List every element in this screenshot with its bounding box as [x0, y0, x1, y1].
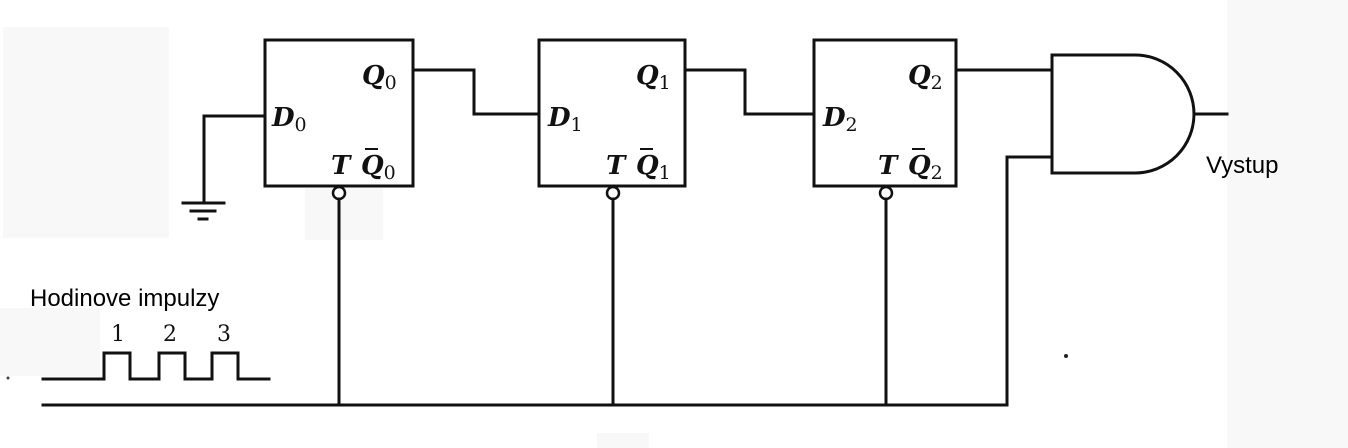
- background-patch-clock: [0, 308, 100, 376]
- ff1-t-label: T: [606, 151, 627, 181]
- ff0-d-label: D0: [271, 103, 307, 136]
- ff1-qbar-label: Q1: [636, 151, 671, 184]
- ff2-t-label: T: [878, 151, 899, 181]
- ff0-q-label: Q0: [362, 61, 397, 94]
- pulse-label-3: 3: [217, 322, 231, 347]
- ff2-q-label: Q2: [908, 61, 943, 94]
- clock-bubble-0: [331, 185, 347, 201]
- speck: [6, 376, 10, 380]
- clock-bus: [41, 155, 1054, 407]
- output-label: Vystup: [1206, 152, 1279, 179]
- pulse-label-1: 1: [111, 322, 125, 347]
- and-gate: [1050, 53, 1196, 175]
- ff2-d-label: D2: [822, 103, 858, 136]
- ground-symbol: [181, 114, 267, 221]
- pulse-label-2: 2: [163, 322, 177, 347]
- ff1-q-label: Q1: [636, 61, 671, 94]
- speck: [1064, 354, 1068, 358]
- wire-q0-d1: [411, 68, 541, 116]
- background-patch-left: [3, 27, 169, 238]
- ff2-qbar-label: Q2: [908, 151, 943, 184]
- background-patch-right: [1227, 0, 1348, 448]
- clock-bubble-1: [605, 185, 621, 201]
- ff1-d-label: D1: [547, 103, 583, 136]
- ff0-qbar-label: Q0: [361, 151, 396, 184]
- clock-pulses-label: Hodinove impulzy: [30, 285, 220, 312]
- clock-waveform: [41, 351, 271, 381]
- ff0-t-label: T: [331, 151, 352, 181]
- background-patch-bottom: [597, 433, 649, 448]
- wire-q1-d2: [683, 68, 816, 116]
- clock-bubble-2: [878, 185, 894, 201]
